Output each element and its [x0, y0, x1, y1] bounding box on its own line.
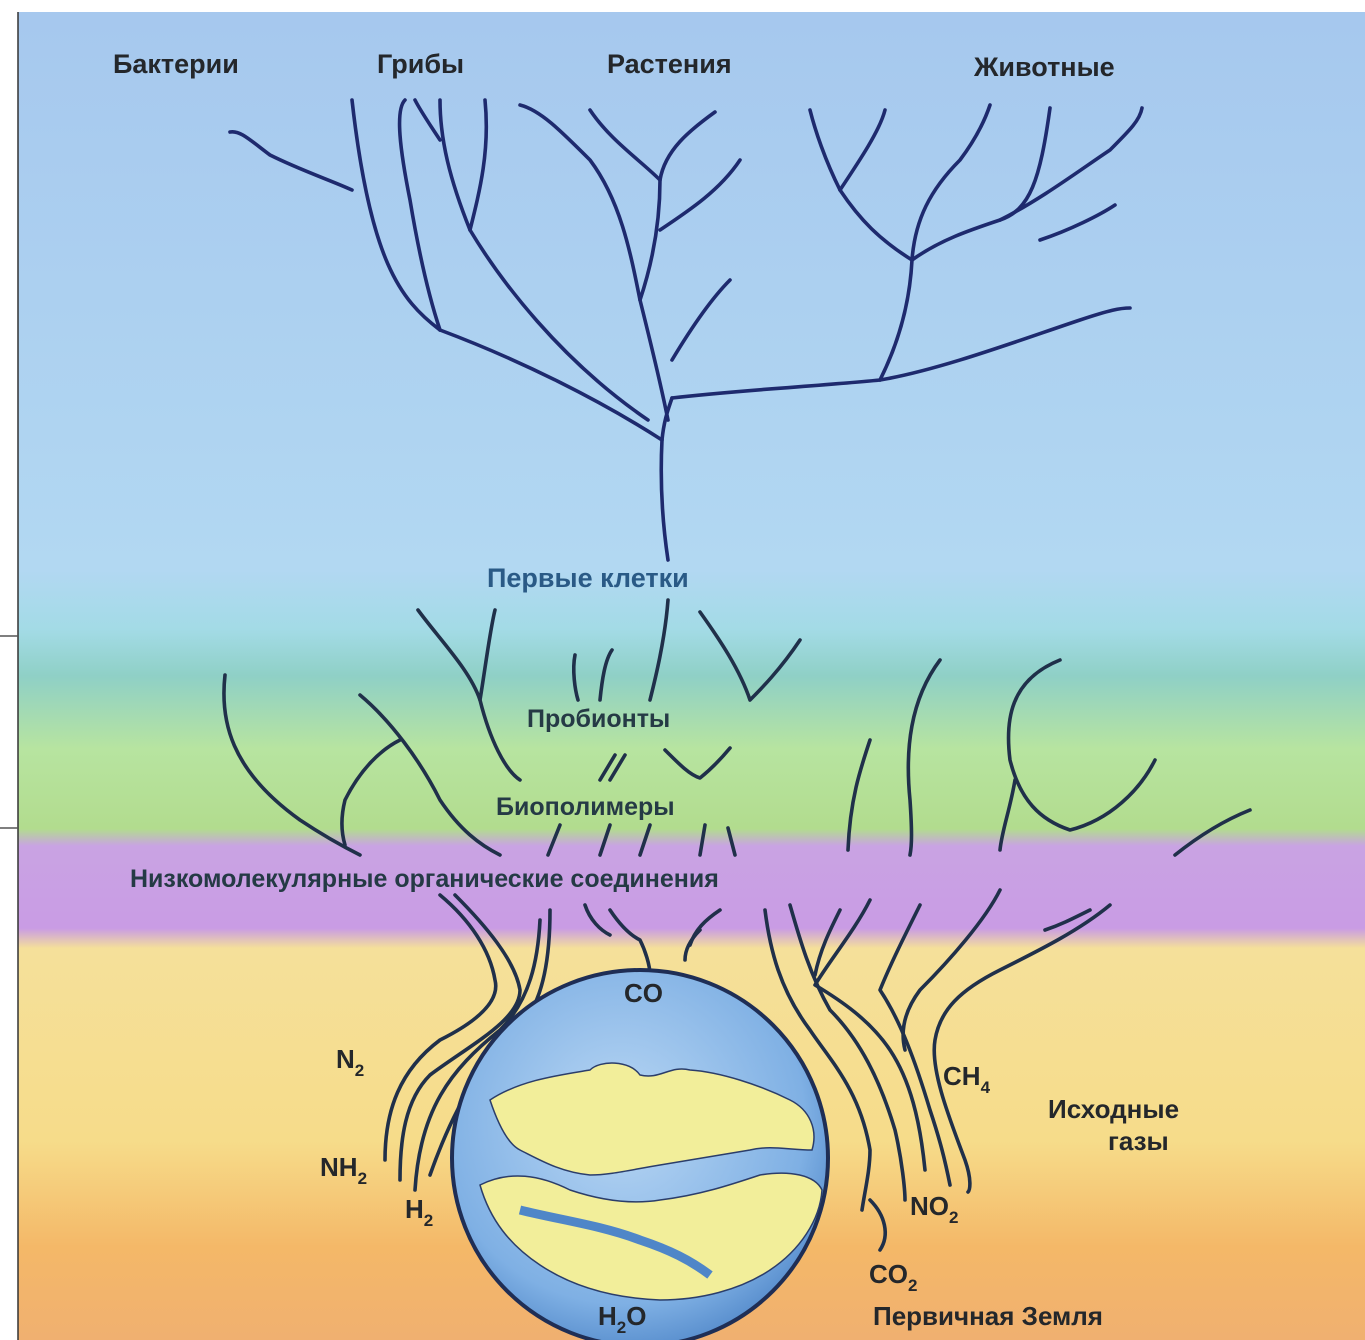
label-bacteria: Бактерии [113, 49, 239, 79]
primordial-earth [452, 970, 828, 1340]
label-first-cells: Первые клетки [487, 563, 689, 593]
label-probionts: Пробионты [527, 705, 670, 733]
label-plants: Растения [607, 49, 732, 79]
label-low-molecular-compounds: Низкомолекулярные органические соединени… [130, 865, 719, 893]
label-biopolymers: Биополимеры [496, 793, 675, 821]
label-initial-gases-line1: Исходные [1048, 1094, 1179, 1124]
label-animals: Животные [973, 52, 1115, 82]
label-primary-earth: Первичная Земля [873, 1301, 1103, 1331]
label-fungi: Грибы [377, 49, 464, 79]
label-initial-gases-line2: газы [1108, 1126, 1169, 1156]
label-co: CO [624, 978, 663, 1008]
